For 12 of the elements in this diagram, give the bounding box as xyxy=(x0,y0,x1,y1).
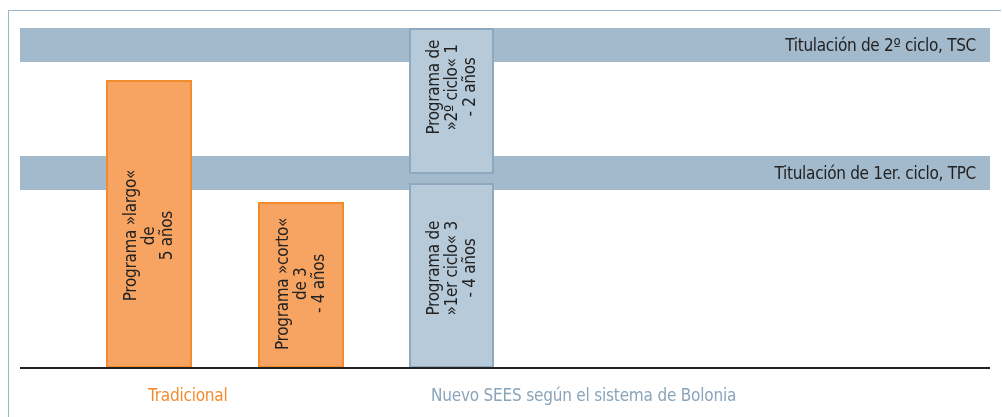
group-label: Tradicional xyxy=(148,385,228,405)
band-label: Titulación de 2º ciclo, TSC xyxy=(785,35,976,55)
program-bar xyxy=(409,183,494,368)
program-bar xyxy=(258,202,344,368)
program-label: Programa »largo« de 5 años xyxy=(122,170,176,302)
program-label: Programa de »2º ciclo« 1 - 2 años xyxy=(424,40,479,135)
program-label: Programa de »1er ciclo« 3 - 4 años xyxy=(424,221,479,316)
band-label: Titulación de 1er. ciclo, TPC xyxy=(774,163,976,183)
group-label: Nuevo SEES según el sistema de Bolonia xyxy=(431,385,737,405)
program-label: Programa »corto« de 3 - 4 años xyxy=(274,218,328,350)
program-bar xyxy=(409,28,494,174)
program-bar xyxy=(106,80,192,368)
